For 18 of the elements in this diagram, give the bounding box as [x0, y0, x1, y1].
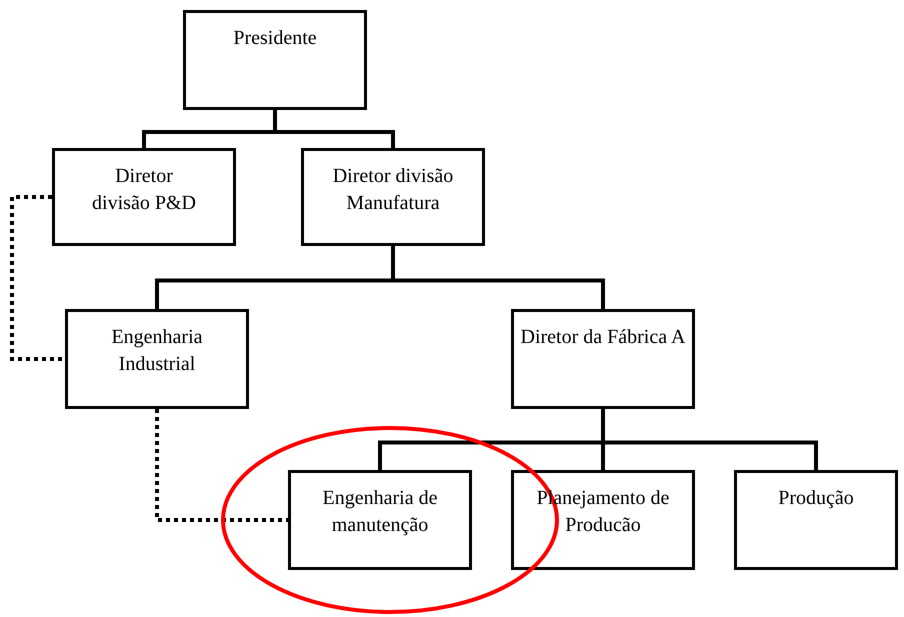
org-box	[288, 470, 472, 570]
box-label: Diretor da Fábrica A	[520, 325, 686, 350]
box-label: Presidente	[233, 26, 317, 51]
box-label: Diretor divisão P&D	[91, 164, 197, 216]
box-label: Produção	[778, 486, 854, 511]
connector-line	[391, 246, 605, 309]
dotted-connector	[10, 195, 65, 361]
box-label: Diretor divisão Manufatura	[332, 164, 454, 216]
box-label: Engenharia Industrial	[110, 325, 204, 377]
box-label: Engenharia de manutenção	[322, 486, 438, 538]
org-box	[65, 309, 249, 409]
org-box	[511, 309, 695, 409]
org-box	[511, 470, 695, 570]
org-box	[301, 148, 485, 246]
org-box	[183, 10, 367, 110]
dotted-connector	[155, 409, 288, 522]
org-box	[52, 148, 236, 246]
org-box	[734, 470, 898, 570]
